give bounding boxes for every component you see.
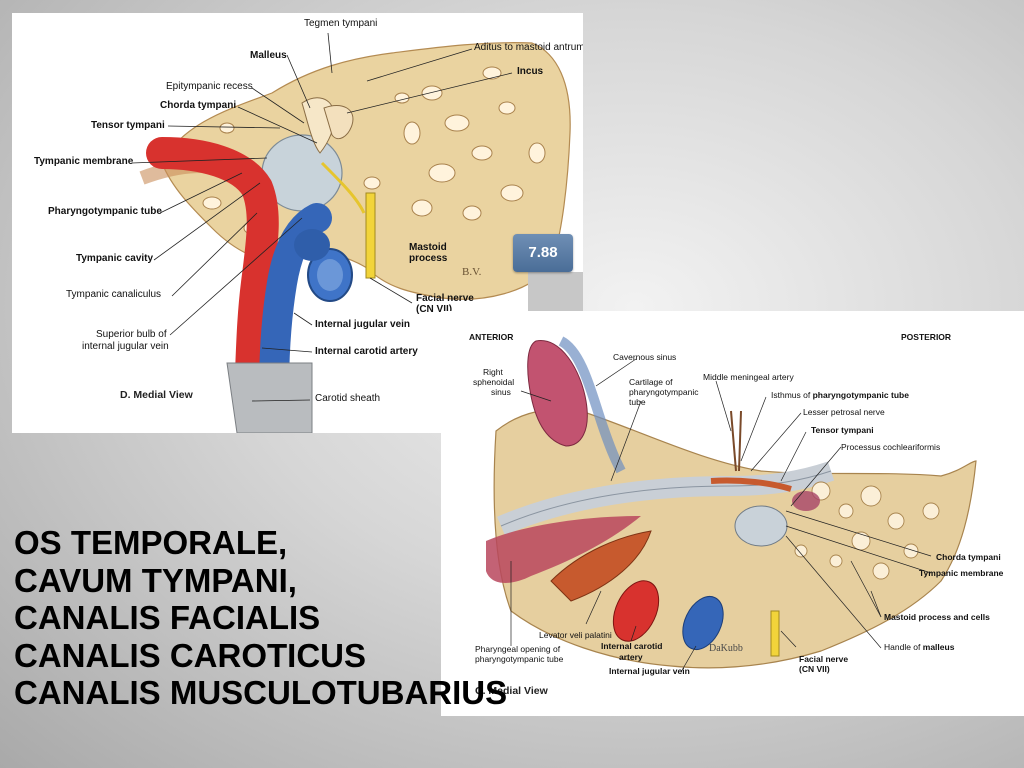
title-line-1: OS TEMPORALE, xyxy=(14,524,288,561)
label-tensor-tympani-c: Tensor tympani xyxy=(811,425,874,435)
label-cartilage-3: tube xyxy=(629,397,646,407)
label-facial-nerve: Facial nerve xyxy=(416,293,474,304)
label-anterior: ANTERIOR xyxy=(469,332,514,342)
label-right-sphenoidal: Right xyxy=(483,367,503,377)
label-isthmus: Isthmus of pharyngotympanic tube xyxy=(771,390,909,400)
label-pharyngeal-opening: Pharyngeal opening of xyxy=(475,644,561,654)
figure-number-badge: 7.88 xyxy=(513,234,573,272)
label-epitympanic-recess: Epitympanic recess xyxy=(166,81,253,92)
label-right-sphenoidal-3: sinus xyxy=(491,387,511,397)
figure-c-medial-view: DaKubb ANTERIOR POSTERIOR Right sphenoid… xyxy=(441,311,1024,716)
label-superior-bulb: Superior bulb of xyxy=(96,329,167,340)
label-levator-veli-palatini: Levator veli palatini xyxy=(539,630,612,640)
label-tympanic-membrane: Tympanic membrane xyxy=(34,156,134,167)
label-pharyngotympanic-tube: Pharyngotympanic tube xyxy=(48,206,162,217)
label-tympanic-canaliculus: Tympanic canaliculus xyxy=(66,289,162,300)
figure-c-illustration: DaKubb xyxy=(486,336,977,673)
label-cartilage-2: pharyngotympanic xyxy=(629,387,699,397)
label-handle-of-malleus: Handle of malleus xyxy=(884,642,955,652)
figure-d-medial-view: B.V. Tegmen tympani Malleus Aditus to ma… xyxy=(12,13,583,433)
label-tympanic-membrane-c: Tympanic membrane xyxy=(919,568,1004,578)
label-tegmen-tympani: Tegmen tympani xyxy=(304,18,378,29)
label-facial-nerve-c-2: (CN VII) xyxy=(799,664,830,674)
label-processus-cochleariformis: Processus cochleariformis xyxy=(841,442,941,452)
label-malleus: Malleus xyxy=(250,50,287,61)
label-cartilage: Cartilage of xyxy=(629,377,673,387)
slide-title: OS TEMPORALE, CAVUM TYMPANI, CANALIS FAC… xyxy=(14,524,507,712)
label-carotid-sheath: Carotid sheath xyxy=(315,393,381,404)
label-mastoid-process-2: process xyxy=(409,253,448,264)
label-middle-meningeal-artery: Middle meningeal artery xyxy=(703,372,794,382)
label-right-sphenoidal-2: sphenoidal xyxy=(473,377,515,387)
title-line-4: CANALIS CAROTICUS xyxy=(14,636,366,674)
label-lesser-petrosal-nerve: Lesser petrosal nerve xyxy=(803,407,885,417)
label-facial-nerve-2: (CN VII) xyxy=(416,304,453,315)
label-superior-bulb-2: internal jugular vein xyxy=(82,341,169,352)
signature-dakubb: DaKubb xyxy=(709,643,743,654)
label-internal-carotid-artery-c: Internal carotid xyxy=(601,641,663,651)
label-chorda-tympani-c: Chorda tympani xyxy=(936,552,1001,562)
label-tensor-tympani: Tensor tympani xyxy=(91,120,165,131)
title-line-2: CAVUM TYMPANI, xyxy=(14,561,297,599)
label-chorda-tympani: Chorda tympani xyxy=(160,100,237,111)
title-line-3: CANALIS FACIALIS xyxy=(14,599,321,636)
label-internal-jugular-vein: Internal jugular vein xyxy=(315,319,411,330)
label-internal-jugular-vein-c: Internal jugular vein xyxy=(609,666,690,676)
label-pharyngeal-opening-2: pharyngotympanic tube xyxy=(475,654,564,664)
label-tympanic-cavity: Tympanic cavity xyxy=(76,253,154,264)
label-mastoid-process-cells: Mastoid process and cells xyxy=(884,612,990,622)
caption-figure-d: D. Medial View xyxy=(120,389,193,401)
label-aditus: Aditus to mastoid antrum xyxy=(474,42,583,53)
title-line-5: CANALIS MUSCULOTUBARIUS xyxy=(14,674,508,711)
label-facial-nerve-c: Facial nerve xyxy=(799,654,849,664)
label-internal-carotid-artery: Internal carotid artery xyxy=(315,346,418,357)
signature-bv: B.V. xyxy=(462,266,482,278)
caption-figure-c: C. Medial View xyxy=(475,685,548,697)
label-internal-carotid-artery-c-2: artery xyxy=(619,652,643,662)
badge-tab xyxy=(528,272,583,312)
label-incus: Incus xyxy=(517,66,544,77)
label-cavernous-sinus: Cavernous sinus xyxy=(613,352,677,362)
label-posterior: POSTERIOR xyxy=(901,332,952,342)
label-mastoid-process: Mastoid xyxy=(409,242,447,253)
